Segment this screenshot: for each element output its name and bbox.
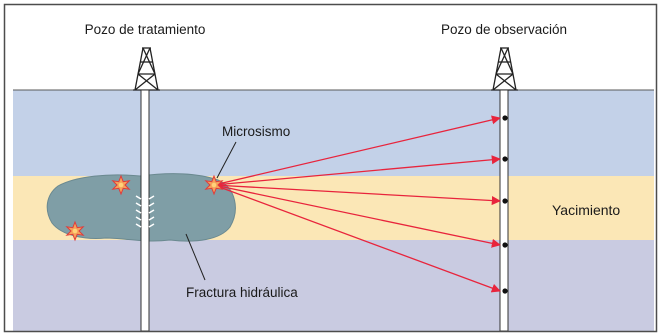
lower-formation-layer (13, 240, 654, 331)
derrick-icon (491, 47, 518, 91)
ray-paths (213, 115, 501, 293)
observation-wellbore (499, 89, 509, 332)
receiver-dot-icon (502, 115, 508, 121)
starburst-icon (111, 174, 131, 196)
upper-formation-layer (13, 90, 654, 176)
treatment-well-label: Pozo de tratamiento (85, 22, 206, 37)
receivers (502, 115, 508, 294)
receiver-dot-icon (502, 242, 508, 248)
ray-path (213, 184, 501, 248)
starburst-icon (204, 174, 224, 196)
microseism-label: Microsismo (222, 124, 290, 139)
observation-well (491, 47, 518, 332)
ray-path (213, 184, 501, 293)
microseism-leader-line (216, 141, 237, 179)
perforation-marks (135, 195, 155, 228)
derrick-icon (133, 47, 160, 91)
ray-path (213, 184, 501, 206)
receiver-dot-icon (502, 156, 508, 162)
reservoir-label: Yacimiento (552, 202, 620, 218)
observation-well-label: Pozo de observación (441, 22, 567, 37)
ray-path (213, 155, 501, 186)
starburst-icon (65, 220, 85, 242)
diagram-frame (3, 3, 658, 333)
hydraulic-fracture-label: Fractura hidráulica (186, 285, 298, 300)
receiver-dot-icon (502, 288, 508, 294)
receiver-dot-icon (502, 198, 508, 204)
ray-path (213, 115, 501, 186)
treatment-wellbore (140, 89, 150, 332)
fracture-leader-line (185, 233, 206, 281)
